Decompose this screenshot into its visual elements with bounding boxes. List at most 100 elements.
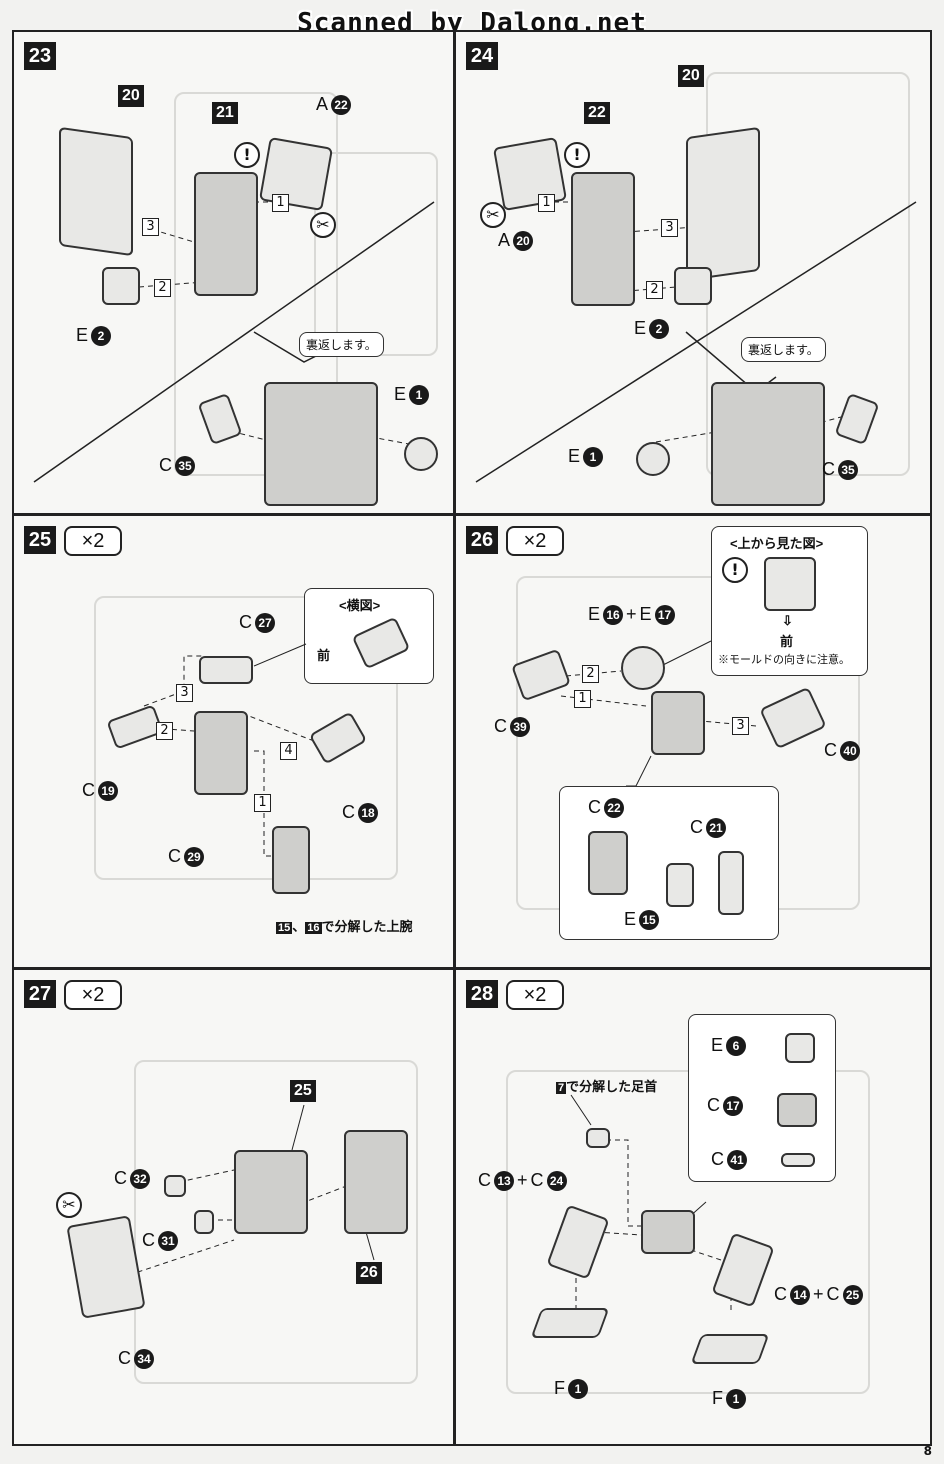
side-view-inset: <横図> 前 [304, 588, 434, 684]
part-c32 [164, 1175, 186, 1197]
front-label: 前 [780, 634, 794, 649]
caution-icon: ! [564, 142, 590, 168]
page-number: 8 [923, 1444, 932, 1458]
part-tag-26: 26 [356, 1262, 382, 1284]
part-c41 [781, 1153, 815, 1167]
part-c31 [194, 1210, 214, 1234]
part-a22 [258, 136, 334, 212]
step-number: 28 [466, 980, 498, 1008]
part-a20 [492, 136, 568, 212]
multiplier-badge: ×2 [506, 980, 564, 1010]
side-view-title: <横図> [339, 598, 381, 613]
part-c22 [588, 831, 628, 895]
sequence-3: 3 [142, 218, 159, 236]
step-25-diagram-lines [143, 643, 315, 857]
ankle-core [641, 1210, 695, 1254]
step-number: 27 [24, 980, 56, 1008]
part-tag-25: 25 [290, 1080, 316, 1102]
step-number: 23 [24, 42, 56, 70]
multiplier-badge: ×2 [506, 526, 564, 556]
part-e1-cap [404, 437, 438, 471]
sequence-1: 1 [254, 794, 271, 812]
step-28-diagram-lines [570, 1094, 732, 1310]
sequence-4: 4 [280, 742, 297, 760]
sequence-2: 2 [646, 281, 663, 299]
caution-icon: ! [722, 557, 748, 583]
multiplier-badge: ×2 [64, 980, 122, 1010]
part-tag-21: 21 [212, 102, 238, 124]
part-tag-22: 22 [584, 102, 610, 124]
sequence-1: 1 [574, 690, 591, 708]
multiplier-badge: ×2 [64, 526, 122, 556]
mold-orientation-note: ※モールドの向きに注意。 [718, 654, 850, 666]
assembled-shoulder [264, 382, 378, 506]
cutter-icon: ✂ [480, 202, 506, 228]
part-e16-e17-ball [621, 646, 665, 690]
sequence-3: 3 [176, 684, 193, 702]
step-number: 24 [466, 42, 498, 70]
elbow-frame [651, 691, 705, 755]
down-arrow: ⇩ [782, 613, 793, 628]
part-e6 [785, 1033, 815, 1063]
sequence-2: 2 [582, 665, 599, 683]
part-tag-20: 20 [118, 85, 144, 107]
part-f1-toe-right [690, 1334, 770, 1364]
part-e15 [666, 863, 694, 907]
top-view-inset: <上から見た図> ! ⇩ 前 ※モールドの向きに注意。 [711, 526, 868, 676]
sequence-2: 2 [156, 722, 173, 740]
cutter-icon: ✂ [310, 212, 336, 238]
part-26-arm-block [344, 1130, 408, 1234]
top-view-part [764, 557, 816, 611]
part-c27 [199, 656, 253, 684]
flip-over-callout: 裏返します。 [299, 332, 384, 357]
sequence-3: 3 [661, 219, 678, 237]
part-20-shoulder-armor [59, 126, 133, 257]
part-c21 [718, 851, 744, 915]
ankle-joint-piece [586, 1128, 610, 1148]
part-f1-toe-left [530, 1308, 610, 1338]
part-c29 [194, 711, 248, 795]
sequence-1: 1 [538, 194, 555, 212]
part-20-shoulder-armor [686, 126, 760, 282]
part-e2 [102, 267, 140, 305]
part-22-shoulder-frame [571, 172, 635, 306]
step-number: 26 [466, 526, 498, 554]
front-label: 前 [317, 648, 331, 663]
cutter-icon: ✂ [56, 1192, 82, 1218]
part-21-shoulder-frame [194, 172, 258, 296]
sequence-3: 3 [732, 717, 749, 735]
